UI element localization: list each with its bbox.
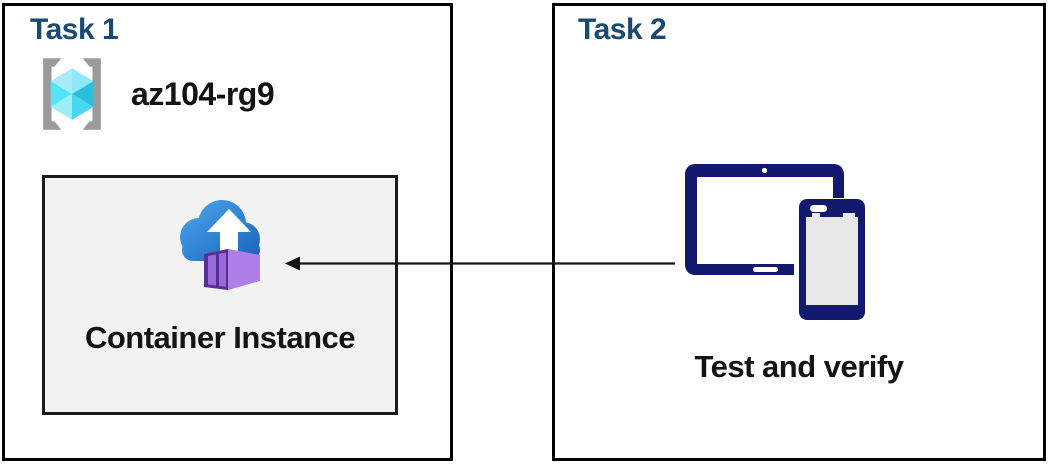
container-instances-icon	[179, 200, 260, 290]
container-instance-box: Container Instance	[42, 175, 398, 415]
task1-box: Task 1 az104-rg9	[2, 3, 453, 461]
connector-arrow	[285, 256, 675, 271]
devices-icon	[685, 164, 870, 325]
task2-title: Task 2	[578, 13, 667, 46]
test-and-verify-caption: Test and verify	[694, 349, 904, 384]
container-instance-label: Container Instance	[84, 320, 356, 355]
resource-group-row: az104-rg9	[34, 58, 275, 130]
resource-group-name: az104-rg9	[131, 75, 275, 112]
task2-box: Task 2 Test and verify	[552, 3, 1046, 461]
resource-group-icon	[43, 58, 101, 130]
task1-title: Task 1	[30, 13, 119, 46]
